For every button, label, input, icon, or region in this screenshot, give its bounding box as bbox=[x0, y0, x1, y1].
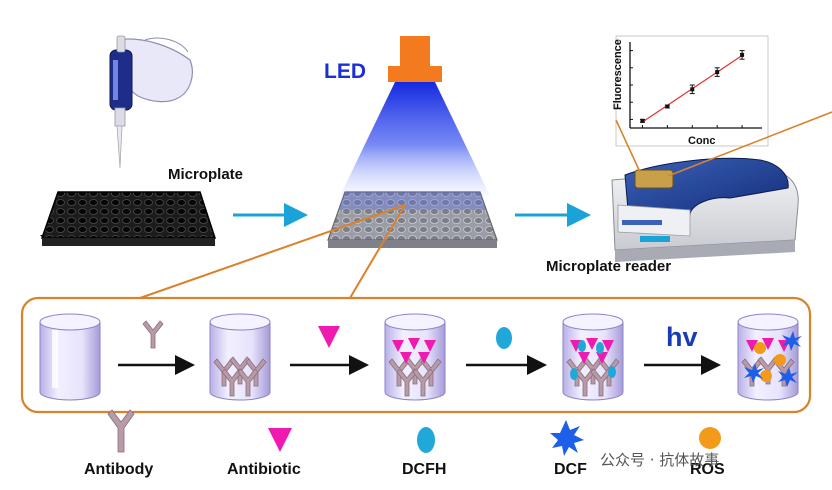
microplate-reader-label: Microplate reader bbox=[546, 258, 672, 275]
legend-dcf-icon bbox=[550, 420, 584, 456]
chart-y-axis-label: Fluorescence bbox=[612, 39, 624, 110]
zoom-line-left bbox=[139, 204, 406, 299]
chart-ticks bbox=[630, 50, 743, 128]
legend-antibody-label: Antibody bbox=[84, 461, 154, 478]
calibration-chart bbox=[615, 35, 769, 147]
chart-connector-left bbox=[615, 119, 641, 173]
microplate-reader-icon bbox=[611, 157, 799, 262]
tube-2 bbox=[209, 313, 271, 401]
legend-ros-label: ROS bbox=[690, 461, 725, 478]
hv-label: hv bbox=[666, 322, 698, 352]
chart-x-axis-label: Conc bbox=[688, 135, 716, 147]
tube-1 bbox=[39, 313, 101, 401]
led-label: LED bbox=[324, 60, 366, 83]
legend-antibiotic-icon bbox=[268, 428, 292, 452]
led-icon bbox=[340, 36, 490, 196]
legend-dcfh-label: DCFH bbox=[402, 461, 447, 478]
legend-dcf-label: DCF bbox=[554, 461, 587, 478]
legend-ros-icon bbox=[699, 427, 721, 449]
legend-antibiotic-label: Antibiotic bbox=[227, 461, 301, 478]
chart-point-3 bbox=[715, 70, 720, 75]
chart-connector-right bbox=[667, 111, 832, 177]
microplate-icon bbox=[40, 191, 217, 246]
chart-point-1 bbox=[665, 104, 670, 109]
chart-point-2 bbox=[690, 87, 695, 92]
legend-antibody-icon bbox=[107, 409, 135, 453]
legend-dcfh-icon bbox=[417, 427, 435, 453]
chart-point-0 bbox=[640, 118, 645, 123]
tube-4 bbox=[562, 313, 624, 401]
illuminated-microplate-icon bbox=[327, 191, 498, 248]
watermark-text: 公众号 · 抗体故事 bbox=[600, 451, 720, 469]
antibiotic-reagent-icon bbox=[318, 326, 340, 348]
tube-3 bbox=[384, 313, 446, 401]
tube-5 bbox=[737, 313, 802, 401]
chart-point-4 bbox=[740, 52, 745, 57]
pipette-hand-icon bbox=[109, 35, 193, 169]
chart-points bbox=[639, 50, 745, 123]
microplate-label: Microplate bbox=[168, 166, 244, 183]
dcfh-reagent-icon bbox=[496, 327, 512, 349]
zoom-line-right bbox=[349, 204, 406, 299]
